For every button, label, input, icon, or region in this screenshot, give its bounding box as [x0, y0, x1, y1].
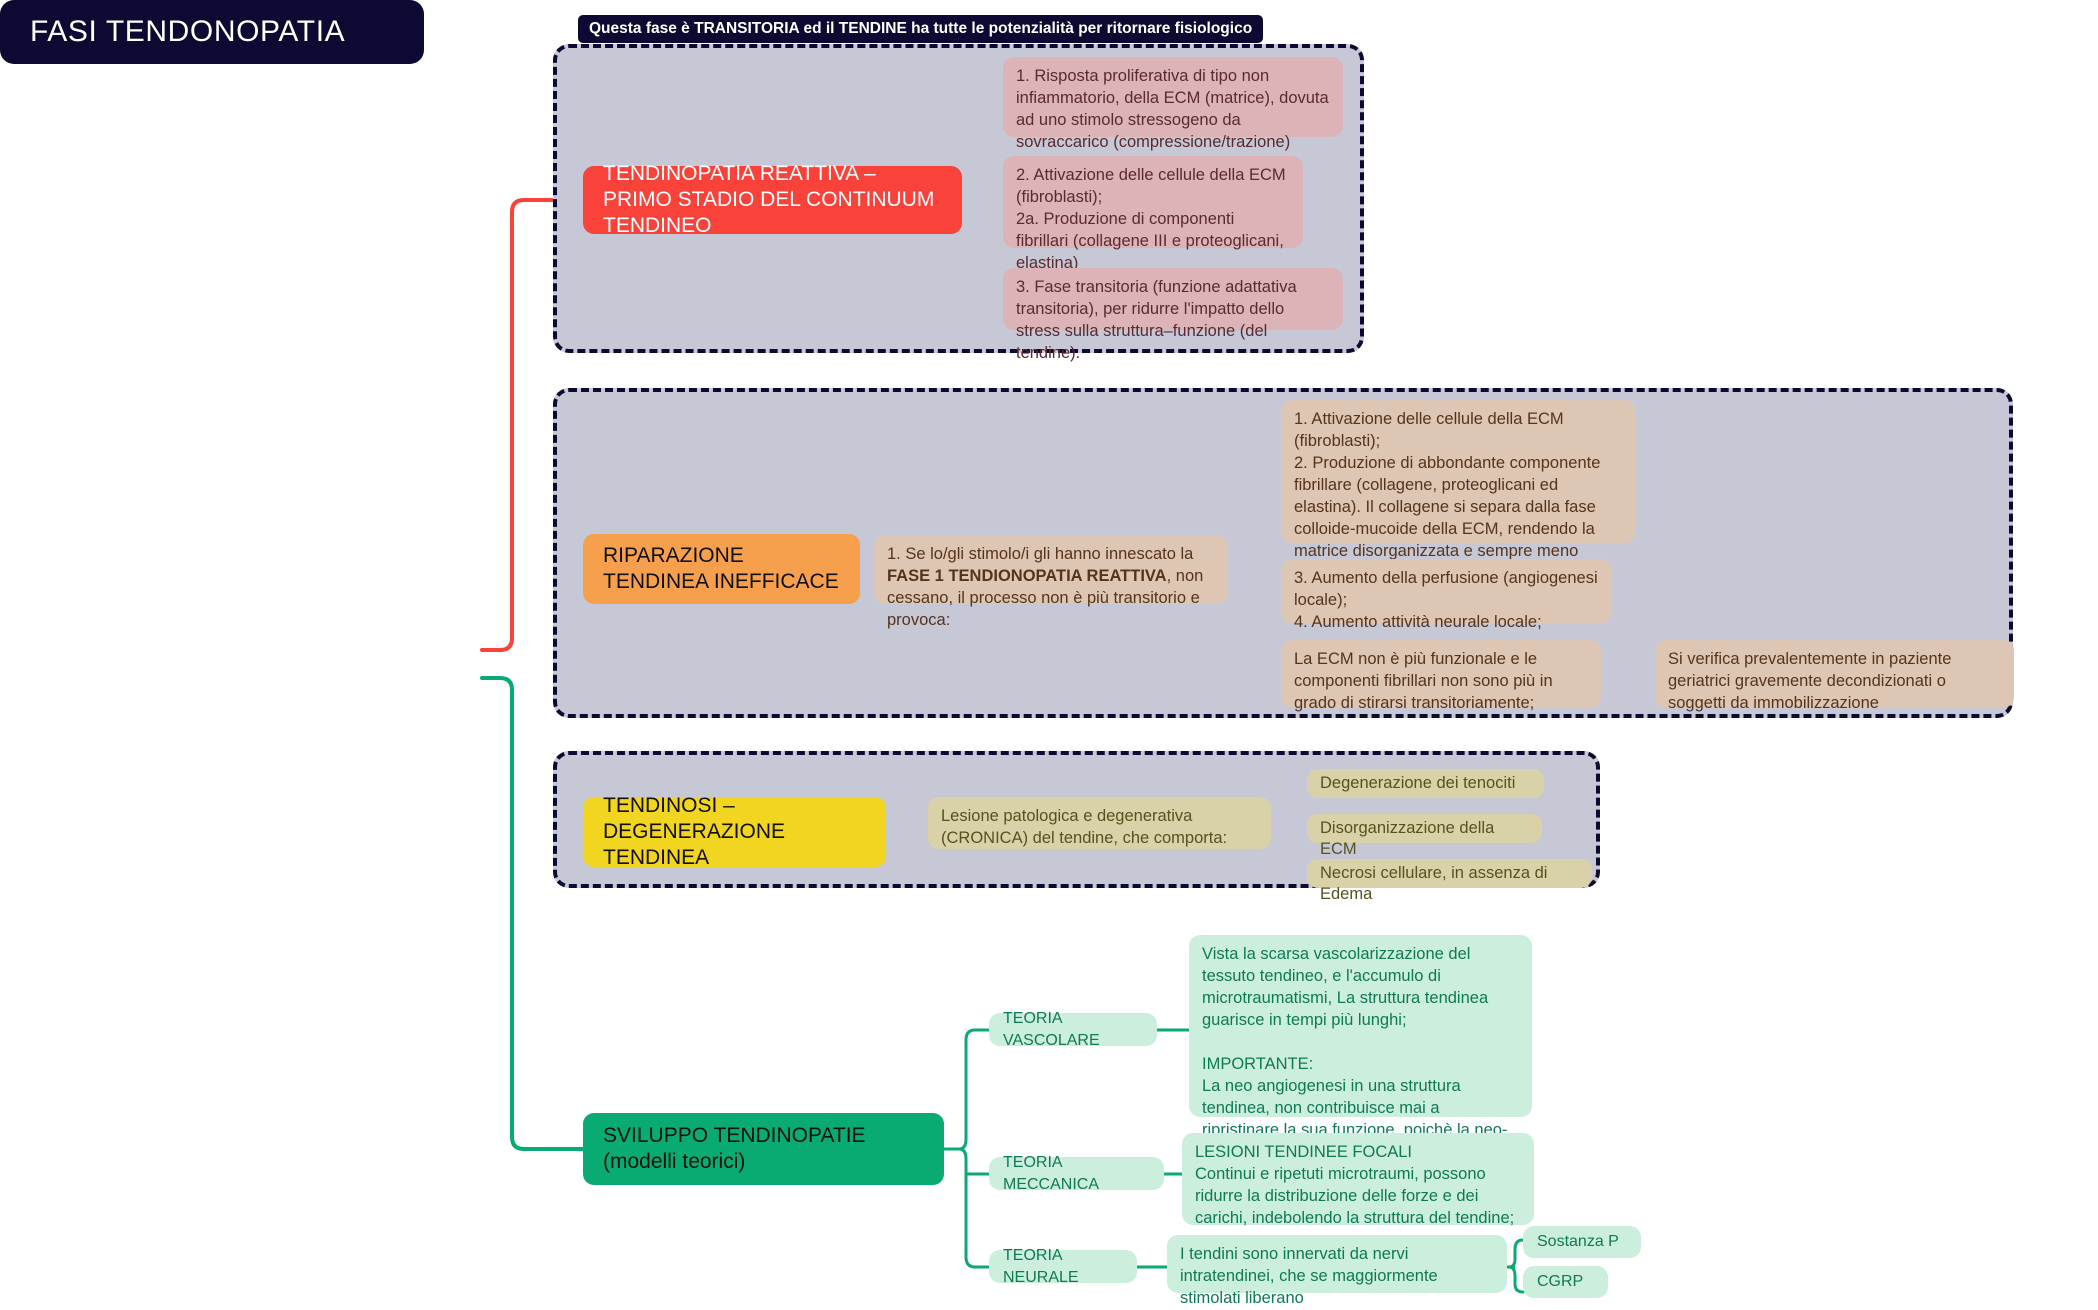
root-node-fasi-tendonopatia[interactable]: FASI TENDONOPATIA	[0, 0, 424, 64]
theory-meccanica-detail: LESIONI TENDINEE FOCALI Continui e ripet…	[1182, 1133, 1534, 1227]
theory-vascolare-label[interactable]: TEORIA VASCOLARE	[989, 1010, 1157, 1049]
leaf-reattiva-2: 2. Attivazione delle cellule della ECM (…	[1003, 156, 1303, 272]
leaf-reattiva-1: 1. Risposta proliferativa di tipo non in…	[1003, 57, 1343, 151]
leaf-riparazione-1: 1. Attivazione delle cellule della ECM (…	[1281, 400, 1636, 582]
theory-meccanica-label[interactable]: TEORIA MECCANICA	[989, 1154, 1164, 1193]
transitory-phase-banner: Questa fase è TRANSITORIA ed il TENDINE …	[578, 15, 1264, 43]
intro-part2: , non cessano, il processo non è più tra…	[887, 566, 1204, 629]
leaf-reattiva-3: 3. Fase transitoria (funzione adattativa…	[1003, 268, 1343, 362]
leaf-tendinosi-intro: Lesione patologica e degenerativa (CRONI…	[928, 797, 1271, 849]
theory-neurale-detail: I tendini sono innervati da nervi intrat…	[1167, 1235, 1507, 1307]
leaf-riparazione-2: 3. Aumento della perfusione (angiogenesi…	[1281, 559, 1611, 631]
intro-part1: 1. Se lo/gli stimolo/i gli hanno innesca…	[887, 545, 1194, 563]
leaf-tendinosi-3: Necrosi cellulare, in assenza di Edema	[1307, 859, 1592, 903]
branch-tendinopatia-reattiva[interactable]: TENDINOPATIA REATTIVA – PRIMO STADIO DEL…	[583, 162, 962, 237]
theory-neurale-sub-cgrp: CGRP	[1523, 1266, 1608, 1298]
leaf-tendinosi-2: Disorganizzazione della ECM	[1307, 814, 1542, 858]
leaf-riparazione-note: Si verifica prevalentemente in paziente …	[1655, 640, 2014, 712]
leaf-tendinosi-1: Degenerazione dei tenociti	[1307, 769, 1544, 798]
theory-neurale-sub-sostanza-p: Sostanza P	[1523, 1226, 1641, 1258]
branch-riparazione-tendinea-inefficace[interactable]: RIPARAZIONE TENDINEA INEFFICACE	[583, 534, 860, 604]
theory-vascolare-detail: Vista la scarsa vascolarizzazione del te…	[1189, 935, 1532, 1160]
theory-neurale-label[interactable]: TEORIA NEURALE	[989, 1247, 1137, 1286]
leaf-riparazione-3: La ECM non è più funzionale e le compone…	[1281, 640, 1601, 712]
intro-bold: FASE 1 TENDIONOPATIA REATTIVA	[887, 566, 1167, 585]
leaf-riparazione-intro: 1. Se lo/gli stimolo/i gli hanno innesca…	[874, 535, 1227, 629]
branch-sviluppo-tendinopatie[interactable]: SVILUPPO TENDINOPATIE (modelli teorici)	[583, 1113, 944, 1185]
branch-tendinosi-degenerazione[interactable]: TENDINOSI – DEGENERAZIONE TENDINEA	[583, 794, 886, 869]
